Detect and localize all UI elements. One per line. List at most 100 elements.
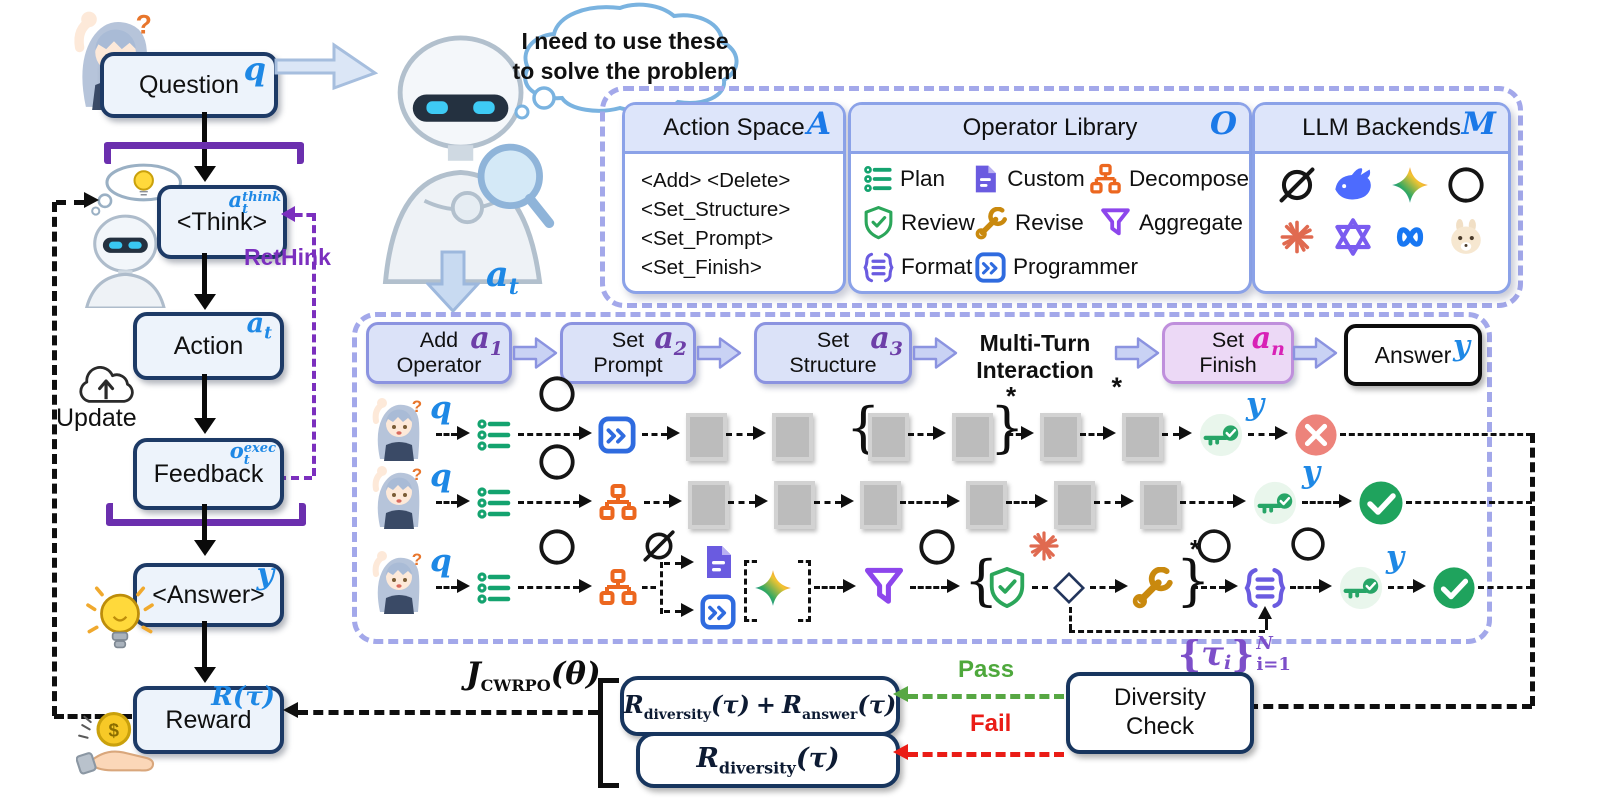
question-label: Question <box>138 70 240 99</box>
action-space-header: Action Space A <box>625 105 843 154</box>
stage-tag: a3 <box>870 321 903 360</box>
arrow-feedback-answer <box>202 504 207 540</box>
arrowhead <box>194 166 216 182</box>
stage-line: Add <box>419 328 459 353</box>
action-label: Action <box>173 331 244 360</box>
loop-path <box>54 714 132 719</box>
speech-line1: I need to use these <box>521 28 729 54</box>
answer-stage-tag: y <box>1453 328 1470 362</box>
action-tag: at <box>246 308 272 344</box>
stage-line: Operator <box>396 353 482 377</box>
aggregate-icon <box>1099 207 1132 240</box>
operator-library-header: Operator Library O <box>851 105 1249 154</box>
trajectory-panel <box>352 312 1492 644</box>
llm-backends-symbol: M <box>1461 106 1496 142</box>
think-label: <Think> <box>176 207 268 236</box>
stage-arrow <box>512 336 558 370</box>
action-space-title: Action Space <box>663 114 805 141</box>
stage-line: Set <box>1211 328 1245 353</box>
libraries-panel <box>600 86 1523 308</box>
stage-tag: an <box>1251 321 1285 360</box>
stage-arrow <box>1114 336 1160 370</box>
arrowhead <box>283 702 298 718</box>
claude-logo <box>1279 219 1315 255</box>
rethink-path <box>312 213 316 476</box>
action-item: <Add> <Delete> <box>641 169 791 192</box>
operator-library-symbol: O <box>1209 106 1237 142</box>
tau-piece: { <box>1178 634 1202 676</box>
pass-label: Pass <box>958 656 1015 683</box>
stage-arrow <box>1292 336 1338 370</box>
action-box: Action at <box>133 308 284 380</box>
fail-path <box>908 752 1064 757</box>
question-to-robot-arrow <box>274 42 378 91</box>
rethink-path <box>278 476 312 480</box>
arrowhead <box>194 667 216 683</box>
decompose-icon <box>1089 163 1122 196</box>
stage-arrow <box>912 336 958 370</box>
tau-piece: i=1 <box>1256 653 1291 675</box>
plan-icon <box>863 164 893 194</box>
operator-label: Programmer <box>1013 254 1139 279</box>
grok-logo <box>1278 166 1316 204</box>
operator-decompose: Decompose <box>1089 163 1249 196</box>
openai-logo <box>1447 166 1485 204</box>
multi-turn-label: Multi-Turn Interaction * <box>958 330 1122 402</box>
answer-stage-box: Answer y <box>1344 324 1482 386</box>
arrow-answer-reward <box>202 621 207 667</box>
operator-library-body: Plan Custom Decompose Review Revise Aggr… <box>851 154 1249 289</box>
stage-line: Finish <box>1199 353 1257 377</box>
lightbulb-icon <box>86 584 154 658</box>
reward-label: Reward <box>165 705 252 734</box>
reward-box: Reward R(τ) <box>133 682 284 754</box>
reward-sum-formula: Rdiversity(τ)+Ranswer(τ) <box>623 689 897 723</box>
operator-label: Aggregate <box>1139 210 1243 235</box>
operator-format: Format <box>863 252 975 283</box>
stage-line: Set <box>611 328 645 353</box>
rethink-label: RetHink <box>244 244 331 270</box>
tau-piece: τ <box>1201 634 1225 674</box>
question-box: Question q <box>100 50 278 118</box>
stage-set-finish: Set Finish an <box>1162 321 1294 384</box>
revise-icon <box>975 207 1008 240</box>
reward-diversity-formula: Rdiversity(τ) <box>696 742 840 778</box>
stage-add-operator: Add Operator a1 <box>366 321 512 384</box>
answer-box: <Answer> y <box>133 557 284 627</box>
arrowhead <box>194 294 216 310</box>
action-space-body: <Add> <Delete> <Set_Structure> <Set_Prom… <box>625 154 843 282</box>
stage-line: Multi-Turn <box>979 330 1091 356</box>
tau-piece: N <box>1256 633 1273 654</box>
objective-to-reward-path <box>298 710 598 715</box>
stage-line: Prompt <box>593 353 663 377</box>
programmer-icon <box>975 252 1006 283</box>
stage-set-structure: Set Structure a3 <box>754 321 912 384</box>
operator-label: Revise <box>1015 210 1084 235</box>
objective-label: JCWRPO(θ) <box>466 656 601 696</box>
qwen-logo <box>1334 218 1372 256</box>
action-space-card: Action Space A <Add> <Delete> <Set_Struc… <box>622 102 846 294</box>
diversity-check-box: Diversity Check <box>1066 672 1254 754</box>
loop-path <box>52 202 57 716</box>
tau-piece: i <box>1224 652 1232 674</box>
fail-arrowhead <box>893 744 908 760</box>
reward-tag: R(τ) <box>211 682 275 712</box>
operator-library-title: Operator Library <box>962 114 1138 141</box>
rethink-arrowhead <box>281 206 295 222</box>
deepseek-logo <box>1332 166 1374 204</box>
fail-label: Fail <box>970 710 1012 737</box>
answer-tag: y <box>256 557 274 592</box>
gemini-logo <box>1391 166 1429 204</box>
stage-tag: a2 <box>654 321 687 360</box>
format-icon <box>863 252 894 283</box>
pass-arrowhead <box>893 686 908 702</box>
operator-library-card: Operator Library O Plan Custom Decompose… <box>848 102 1252 294</box>
speech-line2: to solve the problem <box>512 58 738 84</box>
loop-arrowhead <box>84 192 99 208</box>
answer-stage-label: Answer <box>1374 341 1452 368</box>
action-item: <Set_Prompt> <box>641 227 774 250</box>
pass-path <box>908 694 1064 699</box>
